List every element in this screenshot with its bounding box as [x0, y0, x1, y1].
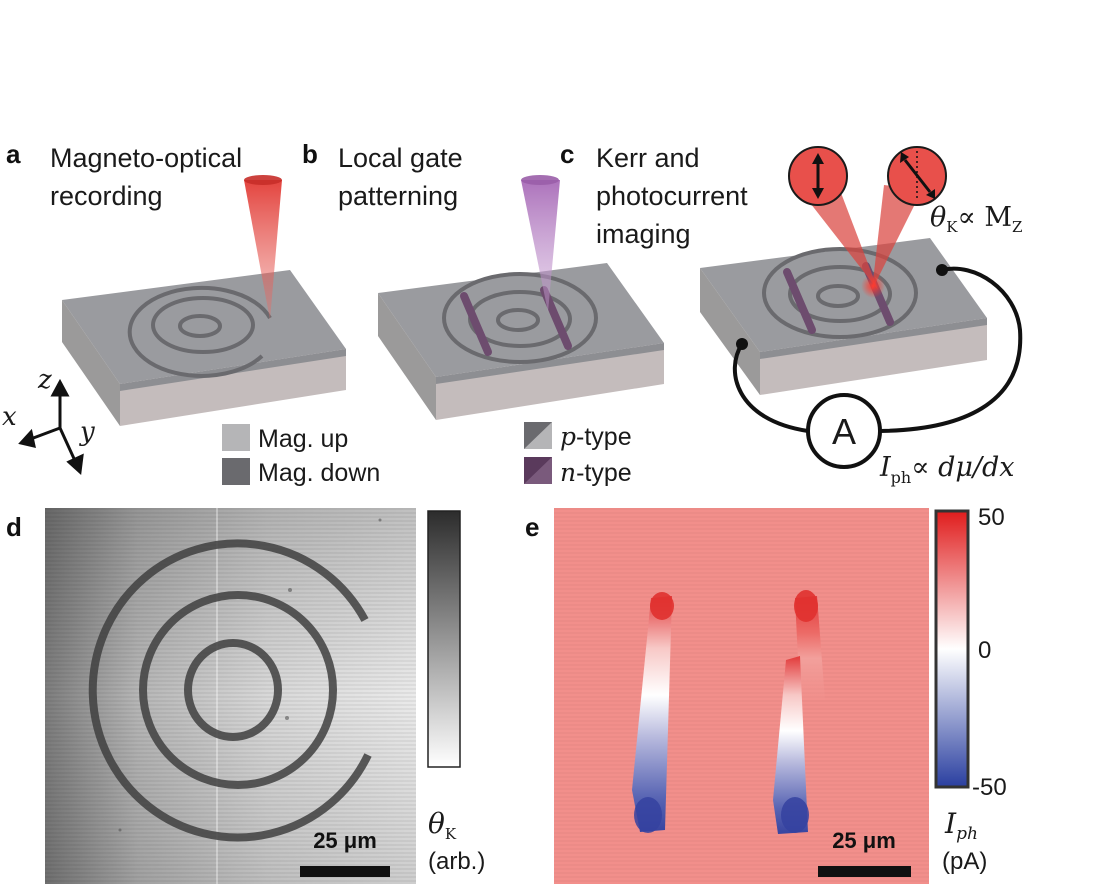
contact-left: [736, 338, 748, 350]
photocurrent-colorbar-label: Iph: [944, 807, 978, 844]
scalebar-d-label: 25 μm: [313, 828, 377, 853]
contact-right: [936, 264, 948, 276]
panel-c: c Kerr and photocurrent imaging: [560, 139, 1022, 487]
panel-d: d 25 μm θK (arb.): [6, 508, 485, 884]
scalebar-e: [818, 866, 911, 877]
measurement-circuit: [732, 266, 1023, 433]
legend-mag-up: Mag. up: [258, 425, 348, 453]
mag-down-swatch: [222, 458, 250, 485]
polarization-incident-icon: [788, 146, 848, 206]
recorded-rings: [127, 285, 272, 378]
panel-a-title-line1: Magneto-optical: [50, 143, 242, 173]
panel-d-letter: d: [6, 512, 22, 542]
photocurrent-colorbar: [934, 509, 970, 789]
colorbar-mid-label: 0: [978, 637, 991, 664]
panel-b-title-line2: patterning: [338, 181, 458, 211]
axes-triad: [18, 378, 84, 476]
sample-slab-b: [378, 263, 664, 420]
photocurrent-relation-label: Iph∝ dμ/dx: [879, 452, 1015, 487]
panel-a-letter: a: [6, 139, 21, 169]
panel-b-title-line1: Local gate: [338, 143, 463, 173]
axis-z-label: z: [37, 365, 52, 395]
rings-c: [762, 247, 918, 339]
kerr-colorbar-units: (arb.): [428, 848, 485, 875]
write-laser-beam: [244, 180, 282, 320]
ammeter-icon: [806, 393, 882, 469]
mag-up-swatch: [222, 424, 250, 451]
gate-laser-beam: [521, 180, 560, 312]
panel-c-title-line2: photocurrent: [596, 181, 748, 211]
legend-p-type: p-type: [560, 422, 632, 451]
ammeter-label: A: [832, 411, 856, 452]
panel-e-letter: e: [525, 512, 539, 542]
panel-a: a Magneto-optical recording z x: [2, 139, 380, 487]
polarization-rotated-icon: [887, 146, 947, 206]
probe-beam-incident: [800, 185, 878, 290]
kerr-image: 25 μm: [45, 508, 416, 884]
kerr-colorbar-label: θK: [428, 807, 457, 843]
panel-b: b Local gate patterning p-type: [302, 139, 664, 487]
colorbar-max-label: 50: [978, 504, 1005, 531]
photocurrent-image: 25 μm: [554, 508, 929, 884]
legend-n-type: n-type: [560, 458, 632, 487]
panel-c-title-line3: imaging: [596, 219, 691, 249]
panel-c-title-line1: Kerr and: [596, 143, 700, 173]
panel-c-letter: c: [560, 139, 574, 169]
panel-a-title-line2: recording: [50, 181, 163, 211]
colorbar-min-label: -50: [972, 774, 1007, 801]
kerr-colorbar: [427, 510, 461, 768]
axis-x-label: x: [2, 402, 17, 432]
p-type-swatch: [524, 422, 552, 449]
axis-y-label: y: [79, 417, 95, 447]
legend-mag-down: Mag. down: [258, 459, 380, 487]
panel-b-letter: b: [302, 139, 318, 169]
kerr-relation-label: θK∝ MZ: [930, 202, 1022, 236]
sample-slab-c: [700, 238, 987, 395]
panel-e: e 25 μm 50 0 -50 Iph (pA): [525, 504, 1007, 884]
photocurrent-colorbar-units: (pA): [942, 848, 987, 875]
probe-beam-reflected: [872, 185, 922, 290]
scalebar-e-label: 25 μm: [832, 828, 896, 853]
scalebar-d: [300, 866, 390, 877]
n-type-swatch: [524, 457, 552, 484]
sample-slab-a: [62, 270, 346, 426]
